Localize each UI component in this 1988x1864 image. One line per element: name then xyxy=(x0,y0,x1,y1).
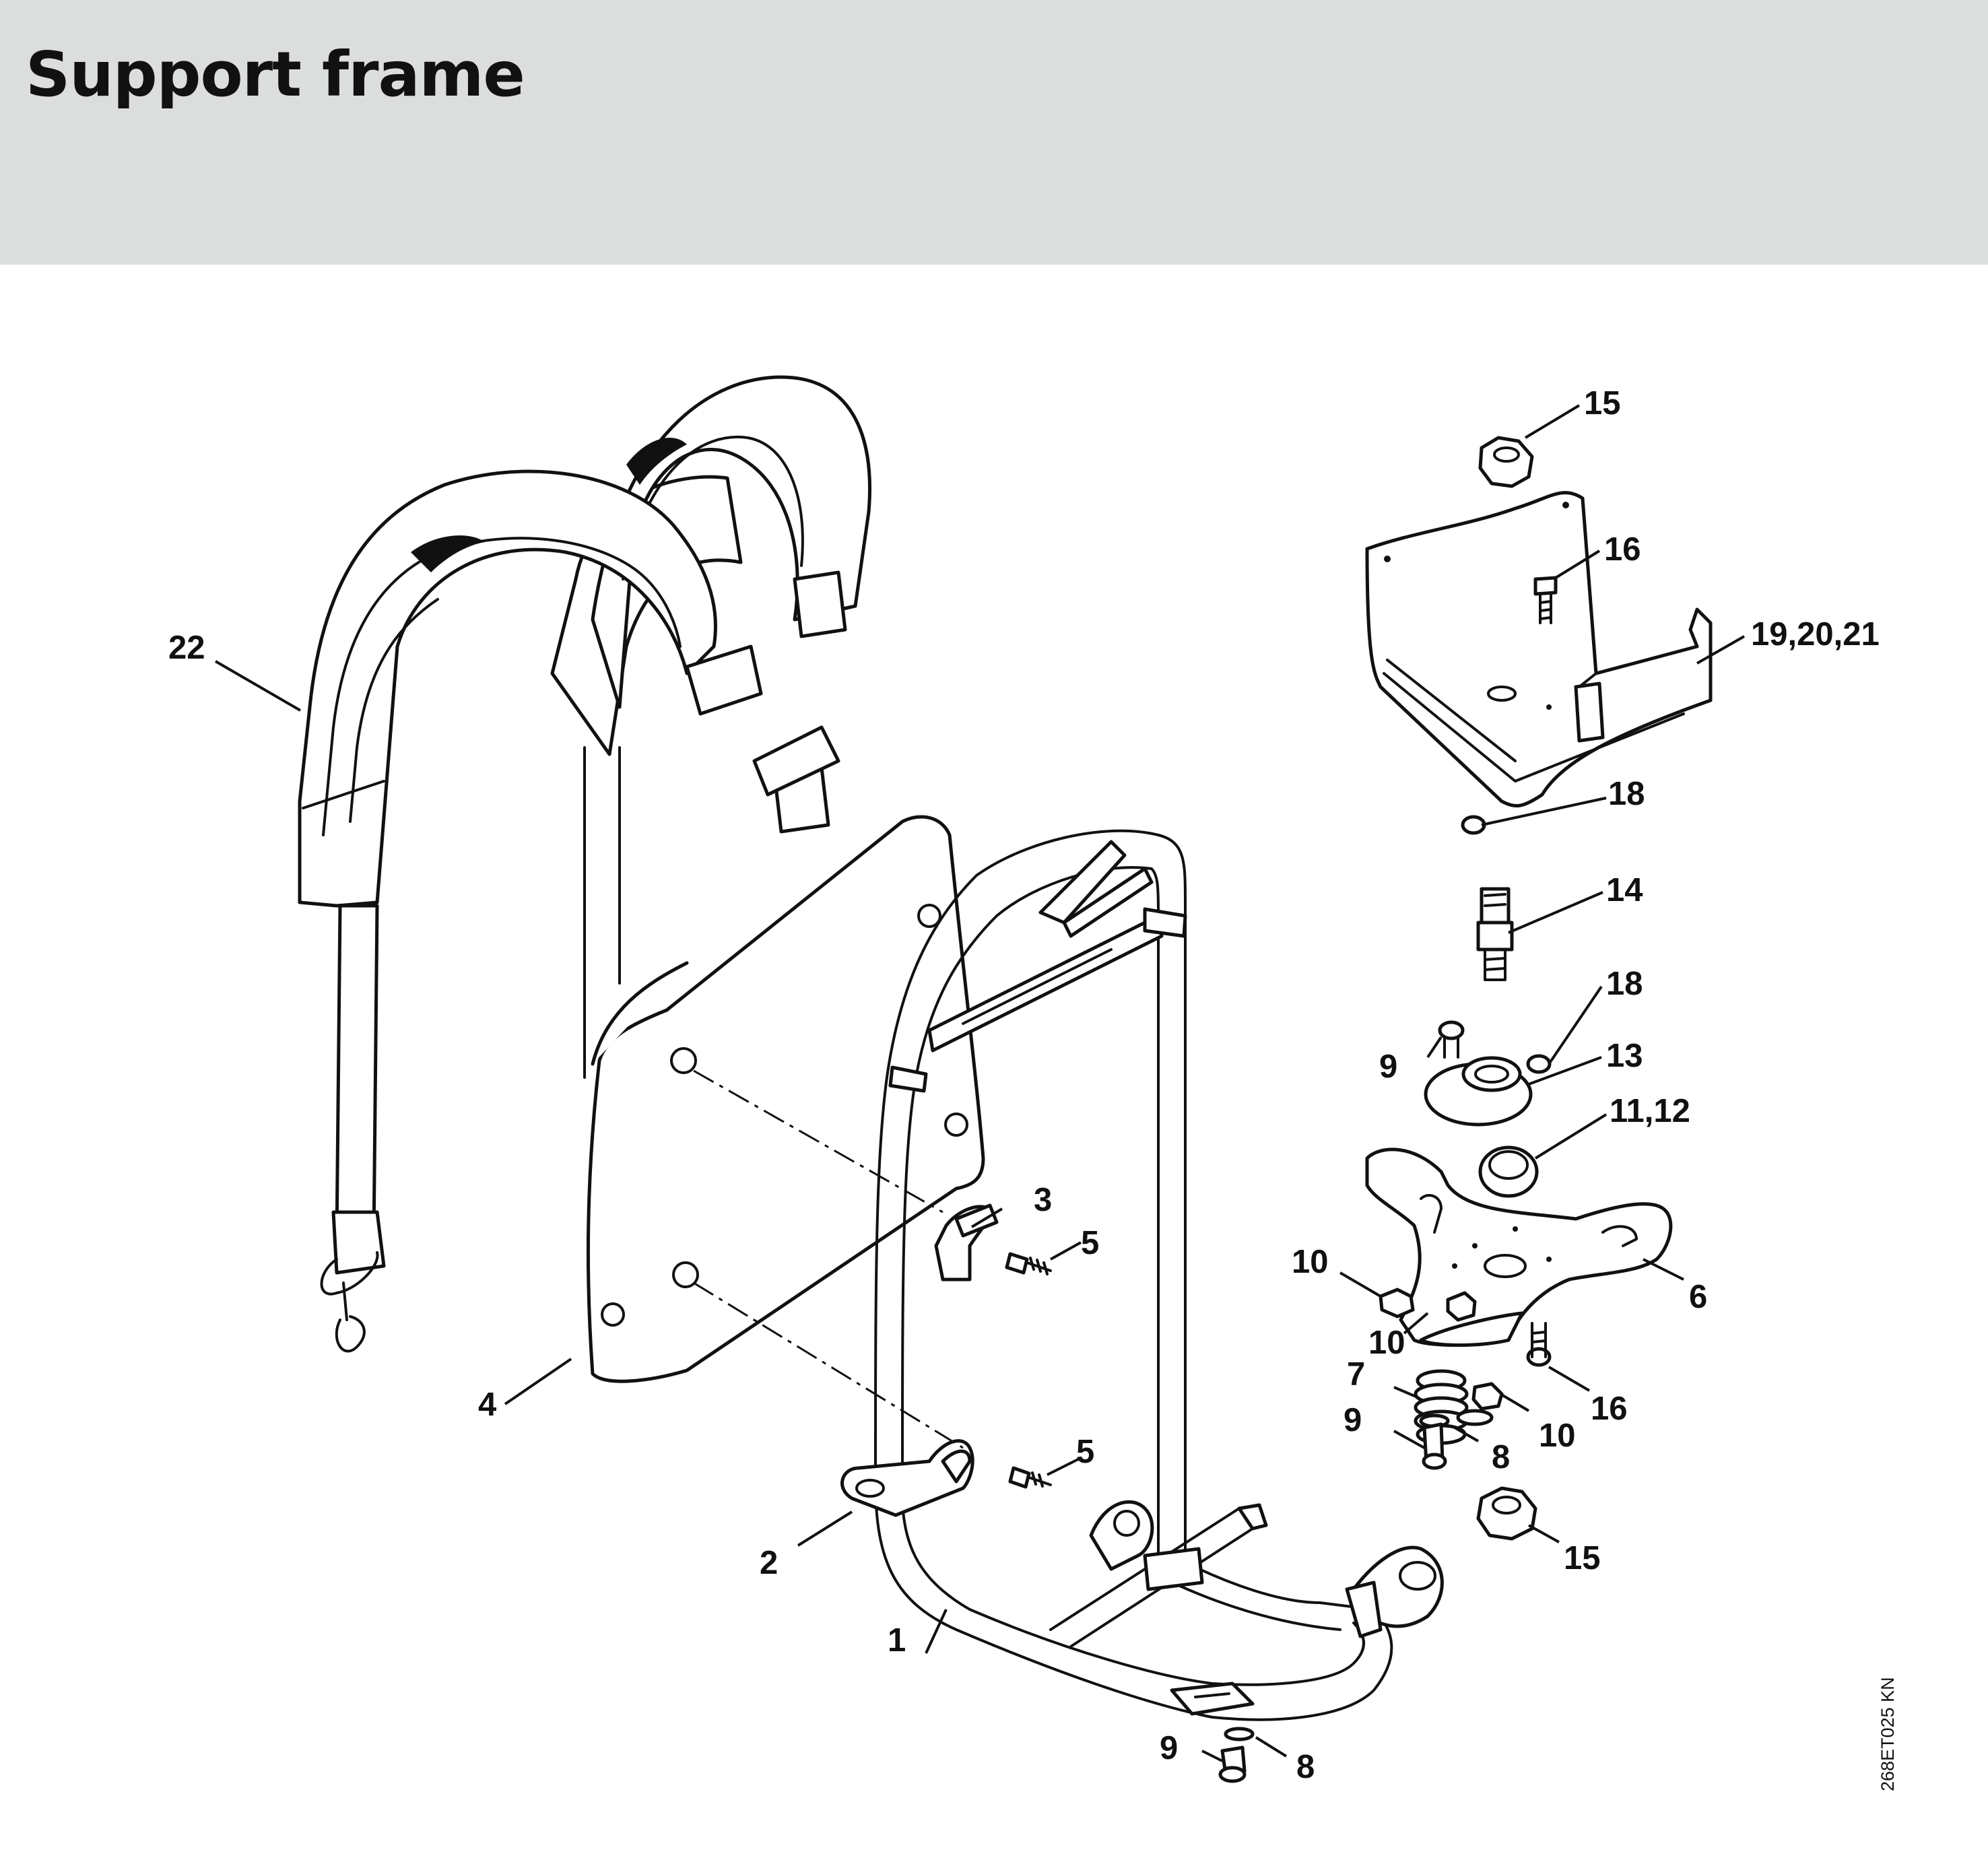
callout-5-upper: 5 xyxy=(1081,1225,1099,1261)
callout-4: 4 xyxy=(478,1387,496,1423)
callout-6: 6 xyxy=(1689,1279,1707,1315)
clamp-illustrations xyxy=(840,1203,1052,1517)
callout-8-right: 8 xyxy=(1492,1439,1510,1475)
callout-13: 13 xyxy=(1606,1038,1643,1074)
callout-labels: 1 2 3 4 5 5 6 7 8 8 9 9 9 10 10 10 11,12… xyxy=(168,385,1898,1791)
page-title: Support frame xyxy=(26,38,525,110)
callout-18-lower: 18 xyxy=(1606,966,1643,1002)
callout-14: 14 xyxy=(1606,872,1643,908)
leader-lines xyxy=(214,404,1745,1762)
callout-9-bottom: 9 xyxy=(1160,1730,1178,1766)
callout-9-upper: 9 xyxy=(1379,1048,1397,1085)
shoulder-harness-illustration xyxy=(298,375,871,1353)
drawing-code: 268ET025 KN xyxy=(1878,1677,1898,1791)
callout-10-left: 10 xyxy=(1292,1244,1329,1280)
tube-frame-illustration xyxy=(874,829,1444,1721)
callout-22: 22 xyxy=(168,630,205,666)
page-header: Support frame xyxy=(0,0,1988,265)
callout-15-top: 15 xyxy=(1584,385,1621,422)
back-plate-illustration xyxy=(586,815,985,1383)
callout-10-right: 10 xyxy=(1539,1418,1576,1454)
callout-11-12: 11,12 xyxy=(1610,1093,1690,1129)
callout-3: 3 xyxy=(1034,1182,1052,1218)
callout-19-20-21: 19,20,21 xyxy=(1751,616,1880,653)
callout-10-center: 10 xyxy=(1368,1325,1405,1361)
assembly-lines xyxy=(693,1069,964,1449)
callout-18-top: 18 xyxy=(1608,776,1645,812)
callout-8-bottom: 8 xyxy=(1296,1749,1315,1785)
callout-15-bottom: 15 xyxy=(1564,1540,1601,1576)
callout-2: 2 xyxy=(760,1545,778,1581)
callout-16-bottom: 16 xyxy=(1591,1391,1628,1427)
callout-16-top: 16 xyxy=(1604,531,1641,568)
callout-9-middle: 9 xyxy=(1344,1402,1362,1438)
callout-1: 1 xyxy=(888,1622,906,1659)
callout-5-lower: 5 xyxy=(1076,1434,1094,1470)
callout-7: 7 xyxy=(1347,1356,1365,1393)
